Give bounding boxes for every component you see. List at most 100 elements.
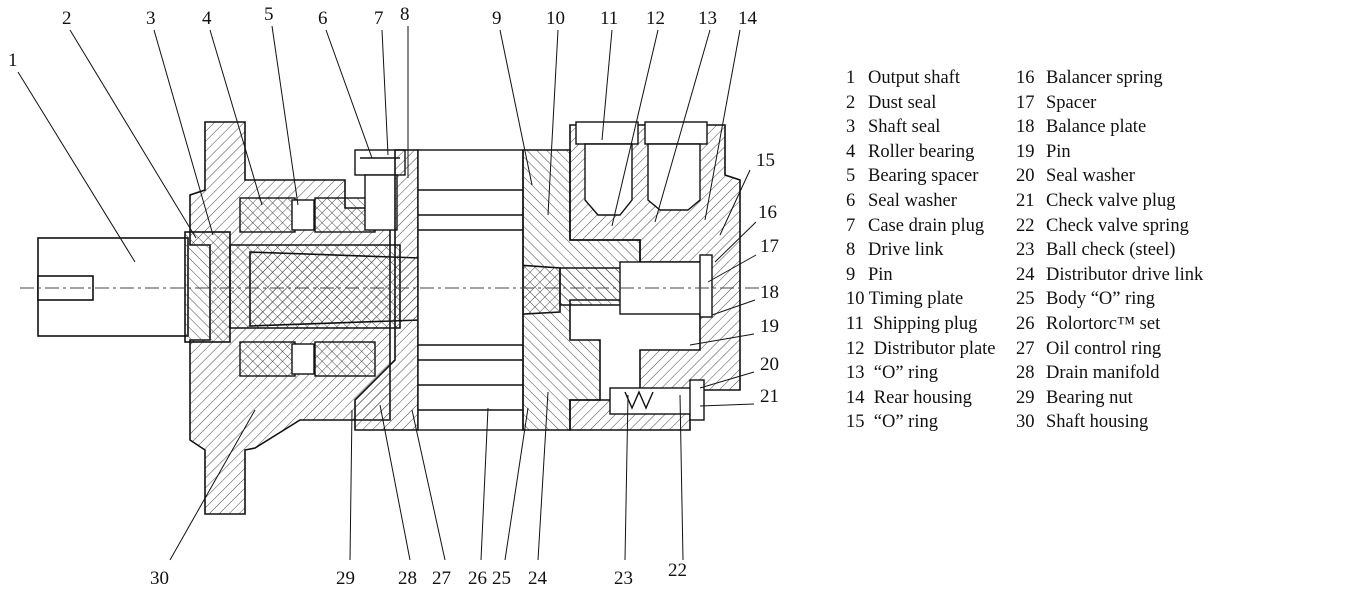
legend-item-number: 28 <box>1016 363 1035 384</box>
legend-item-label: Distributor drive link <box>1046 264 1204 285</box>
callout-20: 20 <box>760 354 779 375</box>
legend-item: 3 Shaft seal <box>846 115 996 140</box>
legend-item: 19 Pin <box>1016 140 1203 165</box>
legend-item: 30 Shaft housing <box>1016 410 1203 435</box>
legend-item: 23 Ball check (steel) <box>1016 238 1203 263</box>
legend-item: 27 Oil control ring <box>1016 337 1203 362</box>
callout-9: 9 <box>492 8 502 29</box>
legend-item-label: Pin <box>1046 141 1071 162</box>
legend-item-label: Balance plate <box>1046 117 1147 138</box>
legend-item-number: 24 <box>1016 264 1035 285</box>
legend-item-number: 16 <box>1016 68 1035 88</box>
shipping-plugs <box>575 121 708 216</box>
legend-item-number: 5 <box>846 166 856 187</box>
legend-item-number: 1 <box>846 68 856 88</box>
legend-item-number: 30 <box>1016 412 1035 433</box>
legend-item-label: Timing plate <box>868 289 964 310</box>
legend-item-label: Check valve spring <box>1046 215 1189 236</box>
legend-item-label: Case drain plug <box>868 215 985 236</box>
legend-item: 7 Case drain plug <box>846 214 996 239</box>
legend-item-number: 15 <box>846 412 865 433</box>
legend-item-label: Shipping plug <box>873 313 978 334</box>
legend-item: 16 Balancer spring <box>1016 66 1203 91</box>
legend-item-label: Rear housing <box>873 387 972 408</box>
legend-item-label: Shaft seal <box>868 117 941 138</box>
callout-16: 16 <box>758 202 777 223</box>
callout-14: 14 <box>738 8 758 29</box>
callout-30: 30 <box>150 568 169 589</box>
legend-item-label: Dust seal <box>868 92 937 113</box>
legend-item-number: 23 <box>1016 240 1035 261</box>
callout-27: 27 <box>432 568 451 589</box>
callout-4: 4 <box>202 8 212 29</box>
legend-item-label: Oil control ring <box>1046 338 1162 359</box>
callout-22: 22 <box>668 560 687 581</box>
callout-21: 21 <box>760 386 779 407</box>
legend-item: 12 Distributor plate <box>846 337 996 362</box>
legend-item-number: 22 <box>1016 215 1035 236</box>
callout-10: 10 <box>546 8 565 29</box>
legend-item-label: Output shaft <box>868 68 960 88</box>
legend-item-number: 26 <box>1016 313 1035 334</box>
callout-24: 24 <box>528 568 548 589</box>
callout-1: 1 <box>8 50 18 71</box>
callout-29: 29 <box>336 568 355 589</box>
legend-item-number: 19 <box>1016 141 1035 162</box>
legend-item-label: Check valve plug <box>1046 190 1176 211</box>
legend-item-number: 14 <box>846 387 865 408</box>
callout-5: 5 <box>264 4 274 25</box>
legend-item: 8 Drive link <box>846 238 996 263</box>
legend-item-label: Bearing spacer <box>868 166 979 187</box>
legend-item-label: Body “O” ring <box>1046 289 1155 310</box>
legend-item-number: 11 <box>846 313 864 334</box>
legend-item-number: 21 <box>1016 190 1035 211</box>
legend-item-number: 2 <box>846 92 856 113</box>
roller-bearings <box>239 197 376 377</box>
legend-item: 22 Check valve spring <box>1016 214 1203 239</box>
legend-item-number: 4 <box>846 141 856 162</box>
leader-lines <box>17 25 757 561</box>
legend-item: 10 Timing plate <box>846 287 996 312</box>
callout-11: 11 <box>600 8 618 29</box>
callout-18: 18 <box>760 282 779 303</box>
callout-19: 19 <box>760 316 779 337</box>
legend-item-label: Ball check (steel) <box>1046 240 1176 261</box>
callout-17: 17 <box>760 236 779 257</box>
legend-item-number: 29 <box>1016 387 1035 408</box>
legend-item-label: Roller bearing <box>868 141 975 162</box>
legend-item: 1 Output shaft <box>846 66 996 91</box>
callout-12: 12 <box>646 8 665 29</box>
callout-8: 8 <box>400 4 410 25</box>
legend-item: 14 Rear housing <box>846 386 996 411</box>
callout-15: 15 <box>756 150 775 171</box>
legend-item-number: 10 <box>846 289 865 310</box>
legend-item: 13 “O” ring <box>846 361 996 386</box>
legend-item-label: Drive link <box>868 240 944 261</box>
legend-item-label: Balancer spring <box>1046 68 1163 88</box>
callout-28: 28 <box>398 568 417 589</box>
legend-item-number: 9 <box>846 264 856 285</box>
legend-item: 21 Check valve plug <box>1016 189 1203 214</box>
legend-item-number: 7 <box>846 215 856 236</box>
callout-13: 13 <box>698 8 717 29</box>
legend-item: 18 Balance plate <box>1016 115 1203 140</box>
legend-item-label: Seal washer <box>1046 166 1135 187</box>
callout-25: 25 <box>492 568 511 589</box>
legend-item-number: 18 <box>1016 117 1035 138</box>
legend-item-label: Distributor plate <box>873 338 996 359</box>
legend-item: 11 Shipping plug <box>846 312 996 337</box>
legend-item-number: 8 <box>846 240 856 261</box>
callout-6: 6 <box>318 8 328 29</box>
legend-item-label: Rolortorc™ set <box>1046 313 1161 334</box>
legend-item-label: Shaft housing <box>1046 412 1149 433</box>
legend-item-label: “O” ring <box>873 412 938 433</box>
legend-item-number: 27 <box>1016 338 1035 359</box>
legend-item-number: 3 <box>846 117 856 138</box>
callout-3: 3 <box>146 8 156 29</box>
legend-item-number: 12 <box>846 338 865 359</box>
